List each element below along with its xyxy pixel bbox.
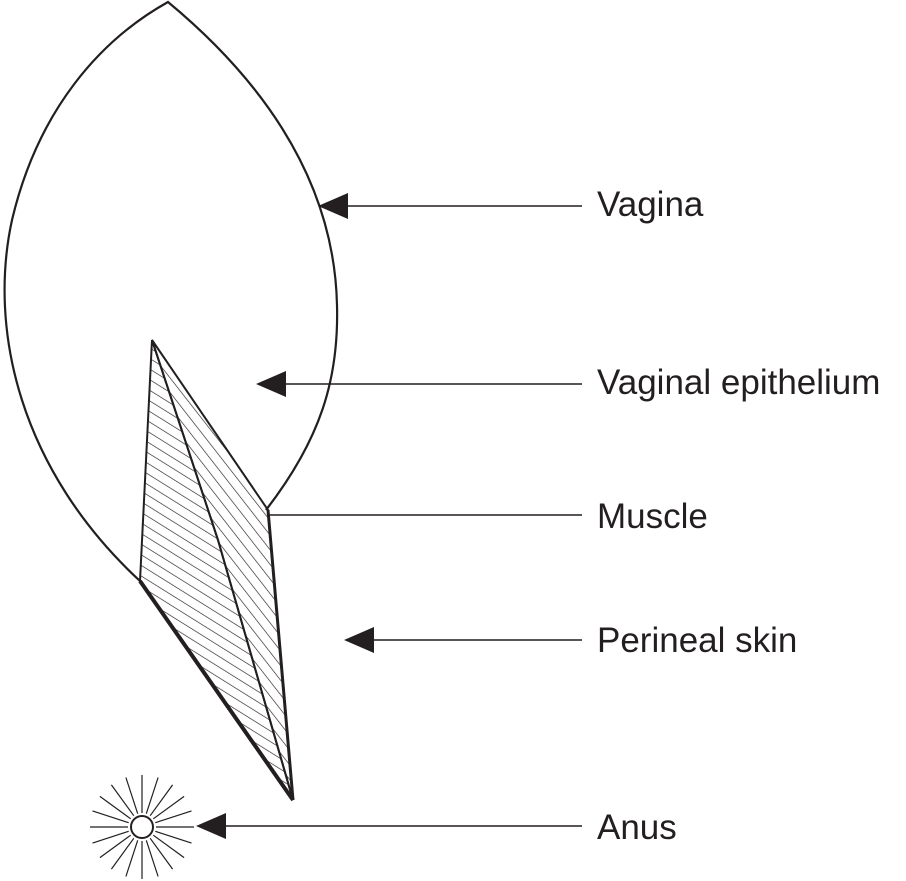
anus-ray [110, 784, 135, 817]
anus-ray [152, 795, 185, 820]
anus-ray [155, 810, 192, 824]
anus-ray [92, 810, 129, 824]
label-vagina: Vagina [597, 185, 704, 224]
arrowhead-vaginal-epithelium [256, 371, 286, 397]
arrowhead-perineal-skin [344, 627, 374, 653]
anus-ray [149, 784, 174, 817]
anus-circle [130, 815, 154, 839]
label-vaginal-epithelium: Vaginal epithelium [597, 363, 880, 402]
callout-perineal-skin: Perineal skin [344, 621, 797, 660]
label-perineal-skin: Perineal skin [597, 621, 797, 660]
anus-ray [92, 830, 129, 844]
callout-anus: Anus [196, 808, 677, 847]
callout-muscle: Muscle [268, 497, 708, 536]
anus-ray [152, 834, 185, 859]
anus-ray [149, 837, 174, 870]
anus-ray [145, 777, 159, 814]
arrowhead-vagina [318, 193, 348, 219]
incision-right-edge [266, 509, 295, 801]
anus-ray [155, 830, 192, 844]
callout-vaginal-epithelium: Vaginal epithelium [256, 363, 880, 402]
anus-ray [125, 840, 139, 877]
anus-ray [99, 834, 132, 859]
label-muscle: Muscle [597, 497, 708, 536]
label-anus: Anus [597, 808, 677, 847]
anus-icon [90, 775, 194, 879]
muscle-wedge [138, 339, 295, 802]
incision-lower-edge [138, 579, 295, 802]
callout-vagina: Vagina [318, 185, 704, 224]
vagina-outline [3, 0, 339, 582]
arrowhead-anus [196, 813, 226, 839]
anus-ray [99, 795, 132, 820]
anus-ray [110, 837, 135, 870]
anus-ray [145, 840, 159, 877]
anus-ray [125, 777, 139, 814]
